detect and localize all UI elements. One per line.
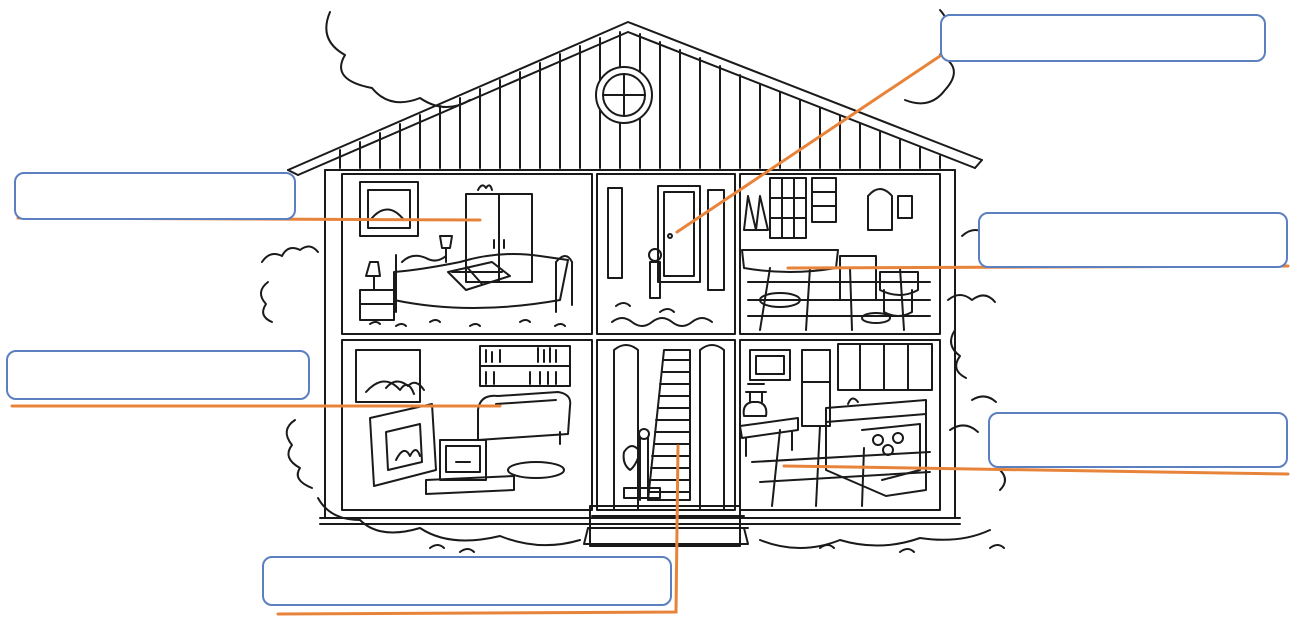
bathroom-illustration xyxy=(742,178,930,330)
label-box-stairs[interactable] xyxy=(262,556,672,606)
label-box-attic-door[interactable] xyxy=(940,14,1266,62)
living-room-illustration xyxy=(356,346,570,494)
kitchen-illustration xyxy=(740,344,932,506)
label-box-kitchen[interactable] xyxy=(988,412,1288,468)
label-box-living-room[interactable] xyxy=(6,350,310,400)
label-box-bathroom[interactable] xyxy=(978,212,1288,268)
stairs-hall-illustration xyxy=(584,345,748,546)
upstairs-hall-illustration xyxy=(608,186,724,326)
label-box-bedroom[interactable] xyxy=(14,172,296,220)
bedroom-illustration xyxy=(360,182,572,326)
